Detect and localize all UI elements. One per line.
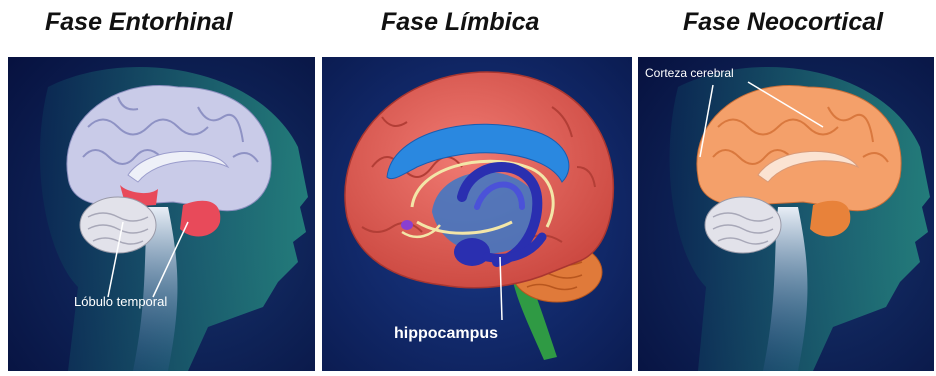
title-limbic: Fase Límbica [381,8,539,37]
panel-neocortical: Corteza cerebral [638,57,934,371]
panel-entorhinal: Lóbulo temporal [8,57,315,371]
title-entorhinal: Fase Entorhinal [45,8,233,37]
title-neocortical: Fase Neocortical [683,8,883,37]
label-temporal-lobe: Lóbulo temporal [74,294,167,309]
panel-limbic: hippocampus [322,57,632,371]
label-hippocampus: hippocampus [394,325,498,343]
label-cerebral-cortex: Corteza cerebral [645,66,734,80]
brain-entorhinal-illustration [8,57,315,371]
brain-neocortical-illustration [638,57,934,371]
brain-limbic-illustration [322,57,632,371]
